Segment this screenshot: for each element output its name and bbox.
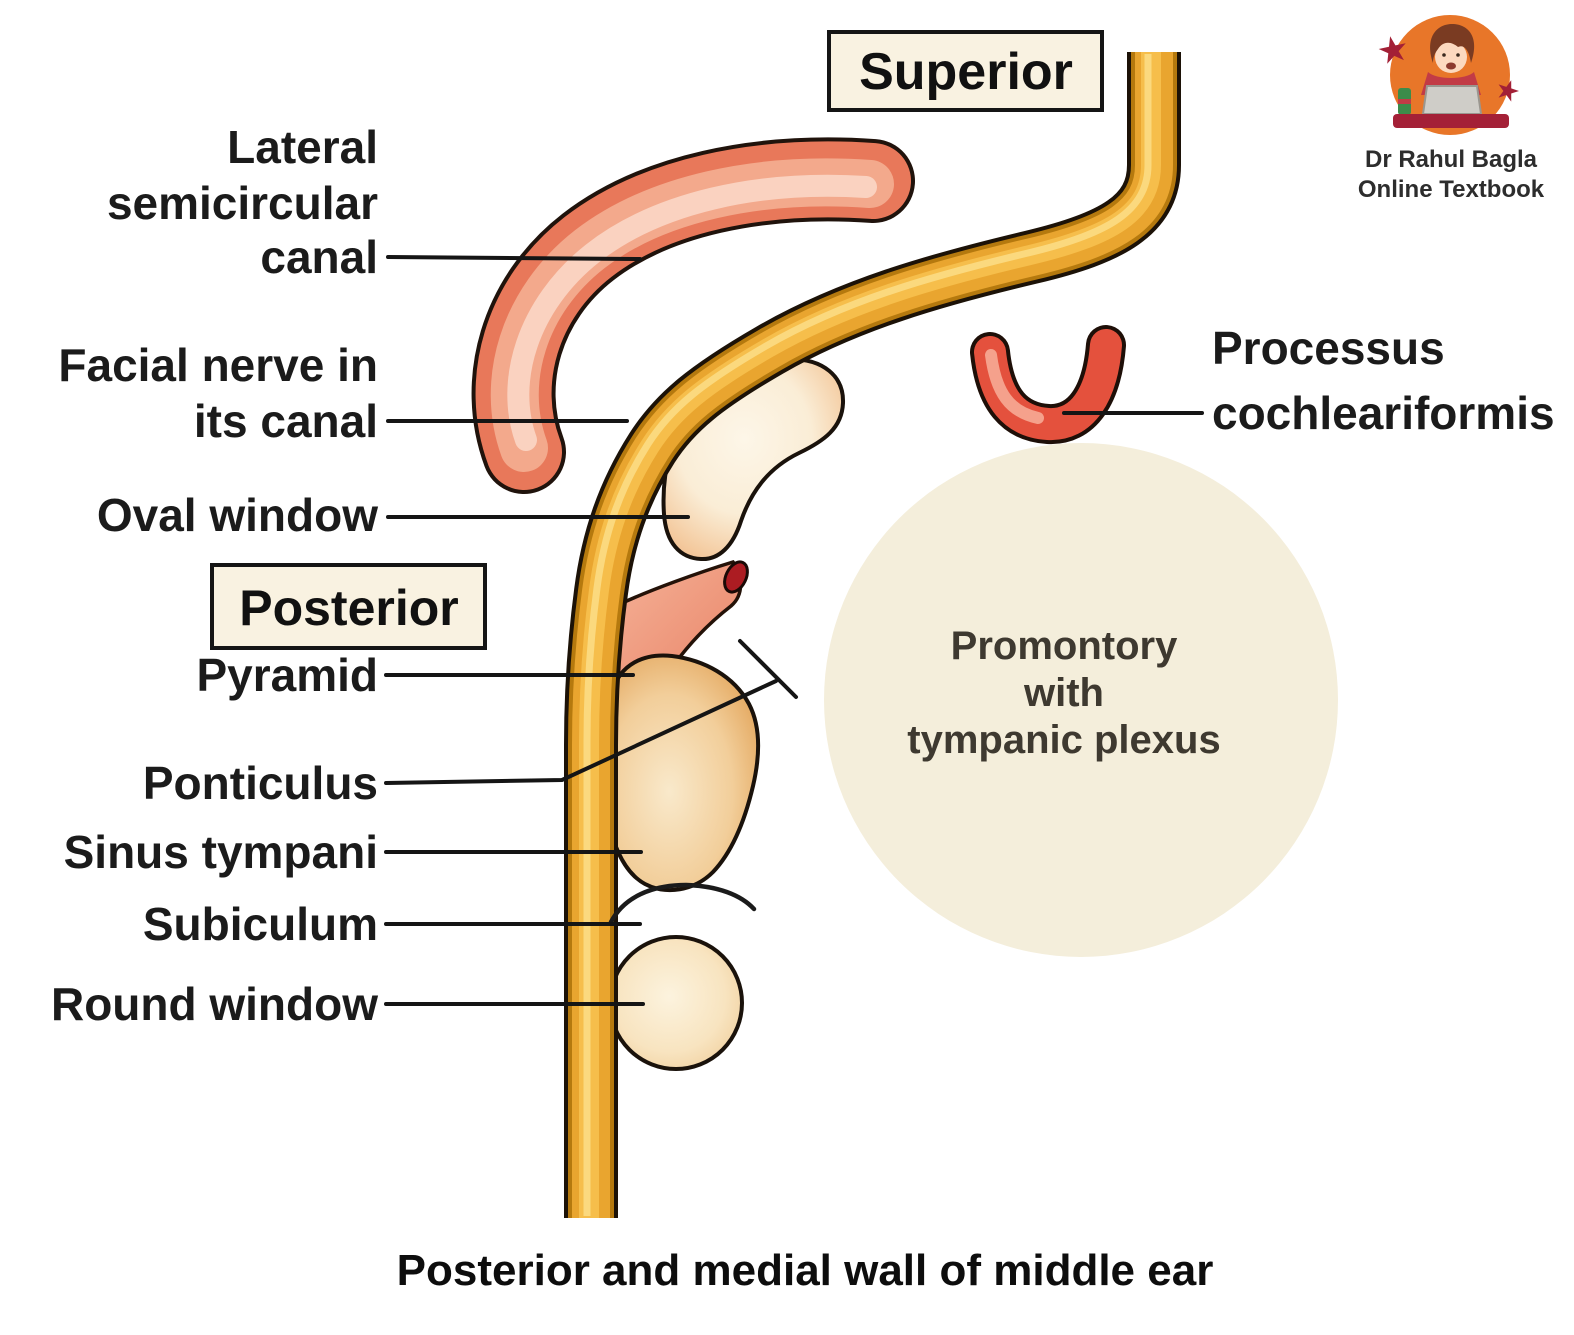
promontory-label-line1: Promontory [951, 624, 1178, 668]
promontory-label: Promontory with tympanic plexus [907, 624, 1220, 762]
posterior-box: Posterior [210, 563, 487, 650]
promontory-circle [824, 443, 1338, 957]
ponticulus-ridge-line [738, 639, 798, 699]
logo-text-line2: Online Textbook [1358, 176, 1545, 203]
leader-lines [384, 255, 1204, 1006]
logo-bottle-stripe [1398, 99, 1411, 104]
logo-laptop [1421, 85, 1483, 115]
logo-text-line1: Dr Rahul Bagla [1365, 146, 1538, 173]
logo-boy-eye-right [1456, 53, 1460, 57]
lateral-semicircular-canal-leader [386, 255, 642, 261]
ponticulus-label: Ponticulus [143, 757, 378, 809]
logo-boy-mouth [1446, 62, 1456, 70]
superior-box-label: Superior [859, 43, 1073, 101]
lateral-semicircular-canal-label-line2: semicircular [107, 177, 378, 229]
processus-label-line1: Processus [1212, 322, 1445, 374]
promontory-label-line2: with [1023, 671, 1104, 715]
sinus-tympani-label: Sinus tympani [64, 826, 378, 878]
facial-nerve-canal-tube [564, 52, 1181, 1218]
round-window-label: Round window [51, 978, 378, 1030]
lateral-semicircular-canal-label-line1: Lateral [227, 121, 378, 173]
pyramid-tip-opening [723, 560, 749, 594]
processus-cochleariformis-shape [970, 325, 1126, 445]
facial-nerve-label-line1: Facial nerve in [58, 339, 378, 391]
lateral-semicircular-canal-label-line3: canal [260, 231, 378, 283]
superior-box: Superior [827, 30, 1104, 112]
processus-cochleariformis-label: Processus cochleariformis [1212, 322, 1555, 439]
logo-boy-hair [1430, 24, 1475, 63]
processus-label-line2: cochleariformis [1212, 387, 1555, 439]
oval-window-label: Oval window [97, 489, 378, 541]
lateral-semicircular-canal-shape [471, 137, 915, 494]
subiculum-arc [608, 882, 757, 925]
pyramid-label: Pyramid [196, 649, 378, 701]
subiculum-label: Subiculum [143, 898, 378, 950]
logo: ★ ★ Dr Rahul Bagla Online Textbook [1358, 15, 1545, 203]
logo-star-left-icon: ★ [1373, 26, 1413, 73]
ponticulus-leader [384, 679, 778, 785]
posterior-box-label: Posterior [239, 580, 459, 636]
logo-boy-eye-left [1442, 53, 1446, 57]
logo-desk [1393, 114, 1509, 128]
logo-boy-face [1435, 41, 1467, 73]
left-labels: Lateral semicircular canal Facial nerve … [51, 121, 378, 1030]
sinus-tympani-shape [603, 653, 761, 892]
diagram-caption: Posterior and medial wall of middle ear [397, 1246, 1214, 1295]
promontory-label-line3: tympanic plexus [907, 718, 1220, 762]
facial-nerve-label-line2: its canal [194, 395, 378, 447]
